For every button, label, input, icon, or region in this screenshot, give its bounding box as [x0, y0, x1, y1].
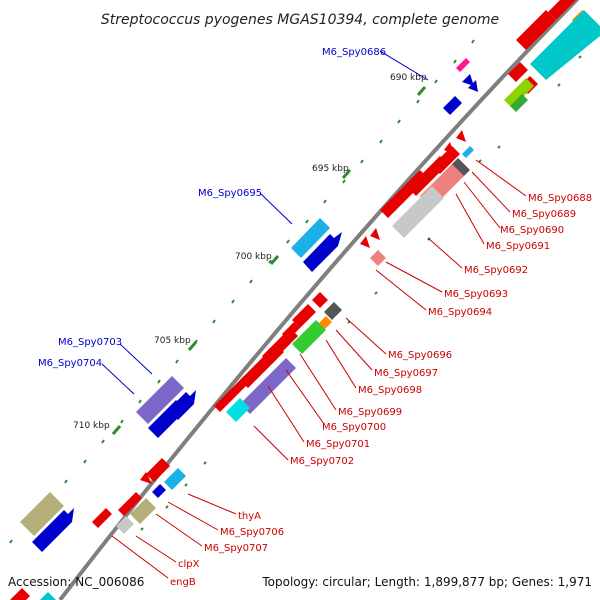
- gene-red-arrow[interactable]: [456, 130, 466, 142]
- gene-block[interactable]: [312, 292, 328, 308]
- gene-M6_Spy0693[interactable]: [360, 236, 370, 248]
- accession-text: Accession: NC_006086: [8, 575, 144, 589]
- gene-block[interactable]: [508, 62, 528, 82]
- gene-label-M6_Spy0694[interactable]: M6_Spy0694: [428, 307, 492, 318]
- gene-label-thyA[interactable]: thyA: [238, 511, 261, 522]
- gene-arrow[interactable]: [468, 80, 478, 92]
- outer-genes: [10, 0, 600, 600]
- gene-M6_Spy0707[interactable]: [130, 498, 156, 524]
- gene-M6_Spy0692[interactable]: [392, 186, 444, 238]
- gene-label-M6_Spy0686[interactable]: M6_Spy0686: [322, 47, 386, 58]
- gene-M6_Spy0701[interactable]: [226, 398, 250, 422]
- gene-block[interactable]: [40, 592, 56, 600]
- red-labels: M6_Spy0688 M6_Spy0689 M6_Spy0690 M6_Spy0…: [111, 159, 592, 588]
- gene-arrow[interactable]: [303, 232, 342, 272]
- gene-engB[interactable]: [92, 508, 112, 528]
- gene-block[interactable]: [118, 492, 142, 516]
- inner-genes: [20, 58, 478, 552]
- kbp-label: 700 kbp: [235, 252, 272, 262]
- gene-label-M6_Spy0695[interactable]: M6_Spy0695: [198, 188, 262, 199]
- gene-label-M6_Spy0704[interactable]: M6_Spy0704: [38, 358, 102, 369]
- gene-label-M6_Spy0693[interactable]: M6_Spy0693: [444, 289, 508, 300]
- gene-block[interactable]: [380, 170, 428, 218]
- gene-M6_Spy0698[interactable]: [292, 320, 326, 354]
- gene-M6_Spy0696[interactable]: [324, 302, 342, 320]
- genome-summary-text: Topology: circular; Length: 1,899,877 bp…: [261, 575, 592, 589]
- kbp-label: 695 kbp: [312, 164, 349, 174]
- gene-arrow[interactable]: [462, 74, 474, 86]
- gene-label-M6_Spy0689[interactable]: M6_Spy0689: [512, 209, 576, 220]
- gene-label-M6_Spy0692[interactable]: M6_Spy0692: [464, 265, 528, 276]
- gene-label-M6_Spy0699[interactable]: M6_Spy0699: [338, 407, 402, 418]
- gene-label-M6_Spy0707[interactable]: M6_Spy0707: [204, 543, 268, 554]
- gene-M6_Spy0702[interactable]: [214, 376, 250, 412]
- gene-label-M6_Spy0697[interactable]: M6_Spy0697: [374, 368, 438, 379]
- gene-label-M6_Spy0688[interactable]: M6_Spy0688: [528, 193, 592, 204]
- gene-label-clpX[interactable]: clpX: [178, 559, 200, 570]
- gene-label-M6_Spy0691[interactable]: M6_Spy0691: [486, 241, 550, 252]
- gene-block[interactable]: [548, 0, 580, 20]
- gene-red-arrow[interactable]: [140, 472, 152, 484]
- tick-marks: [9, 39, 582, 544]
- gene-label-M6_Spy0696[interactable]: M6_Spy0696: [388, 350, 452, 361]
- gene-label-M6_Spy0701[interactable]: M6_Spy0701: [306, 439, 370, 450]
- kbp-label: 705 kbp: [154, 336, 191, 346]
- gene-block[interactable]: [516, 10, 556, 50]
- gene-M6_Spy0695[interactable]: [291, 218, 330, 258]
- gene-block[interactable]: [146, 458, 170, 482]
- blue-labels: M6_Spy0686 M6_Spy0695 M6_Spy0703 M6_Spy0…: [38, 47, 429, 395]
- gene-block[interactable]: [240, 344, 284, 388]
- gene-M6_Spy0686[interactable]: [456, 58, 470, 72]
- gene-block[interactable]: [504, 78, 534, 108]
- gene-clpX[interactable]: [116, 516, 134, 534]
- gene-label-engB[interactable]: engB: [170, 577, 196, 588]
- gene-M6_Spy0694[interactable]: [370, 250, 386, 266]
- gene-label-M6_Spy0698[interactable]: M6_Spy0698: [358, 385, 422, 396]
- gene-M6_Spy0688[interactable]: [462, 146, 474, 158]
- gene-block[interactable]: [10, 588, 30, 600]
- gene-arrow[interactable]: [32, 508, 74, 552]
- gene-block[interactable]: [510, 94, 528, 112]
- gene-M6_Spy0703[interactable]: [136, 376, 184, 424]
- gene-label-M6_Spy0706[interactable]: M6_Spy0706: [220, 527, 284, 538]
- gene-red-arrow[interactable]: [370, 228, 380, 240]
- gene-M6_Spy0689[interactable]: [450, 158, 470, 178]
- kbp-label: 690 kbp: [390, 73, 427, 83]
- gene-M6_Spy0686-block[interactable]: [443, 96, 462, 115]
- kbp-label: 710 kbp: [73, 421, 110, 431]
- gene-thyA[interactable]: [164, 468, 186, 490]
- gene-label-M6_Spy0690[interactable]: M6_Spy0690: [500, 225, 564, 236]
- gene-block[interactable]: [292, 304, 316, 328]
- gene-arrow[interactable]: [168, 390, 196, 420]
- gene-M6_Spy0706[interactable]: [152, 484, 166, 498]
- gene-label-M6_Spy0702[interactable]: M6_Spy0702: [290, 456, 354, 467]
- map-title: Streptococcus pyogenes MGAS10394, comple…: [101, 12, 499, 28]
- gene-block[interactable]: [530, 10, 600, 80]
- gene-block[interactable]: [20, 492, 64, 536]
- gene-label-M6_Spy0700[interactable]: M6_Spy0700: [322, 422, 386, 433]
- gene-label-M6_Spy0703[interactable]: M6_Spy0703: [58, 337, 122, 348]
